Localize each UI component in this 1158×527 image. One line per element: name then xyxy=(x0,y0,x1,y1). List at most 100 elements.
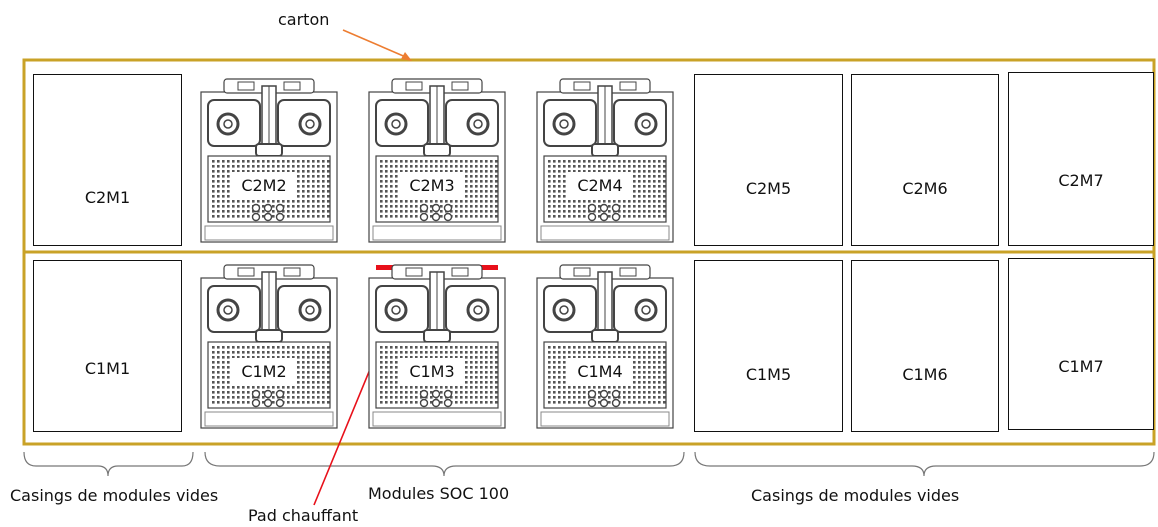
module-drawing xyxy=(200,264,338,429)
casing-label: C2M6 xyxy=(902,179,948,198)
module-handle-slot xyxy=(283,81,301,91)
module-label: C2M2 xyxy=(232,172,296,199)
casing-c1m6: C1M6 xyxy=(851,260,999,432)
vent-hole xyxy=(263,398,273,408)
vent-hole xyxy=(611,398,621,408)
module-drawing xyxy=(368,78,506,243)
module-base xyxy=(372,225,502,241)
module-handle-slot xyxy=(237,81,255,91)
terminal-core xyxy=(559,119,569,129)
terminal-core xyxy=(473,305,483,315)
vent-hole xyxy=(431,203,441,213)
vent-hole xyxy=(599,398,609,408)
casing-c1m5: C1M5 xyxy=(694,260,843,432)
module-handle-slot xyxy=(283,267,301,277)
module-c1m4: C1M4 xyxy=(534,262,676,432)
module-base xyxy=(540,411,670,427)
module-handle-slot xyxy=(573,81,591,91)
vent-hole xyxy=(587,398,597,408)
casing-label: C2M7 xyxy=(1058,171,1104,190)
module-handle-slot xyxy=(451,267,469,277)
module-base xyxy=(204,411,334,427)
vent-hole xyxy=(443,398,453,408)
vent-hole xyxy=(431,398,441,408)
left-group-label: Casings de modules vides xyxy=(10,486,219,505)
module-handle-slot xyxy=(619,81,637,91)
casing-label: C2M1 xyxy=(84,188,131,207)
module-c2m3: C2M3 xyxy=(366,76,508,246)
vent-hole xyxy=(599,203,609,213)
vent-hole xyxy=(599,389,609,399)
vent-hole xyxy=(263,203,273,213)
terminal-core xyxy=(391,119,401,129)
bus-connector xyxy=(423,329,451,343)
module-drawing xyxy=(536,78,674,243)
carton-arrow xyxy=(342,29,409,59)
pad-label: Pad chauffant xyxy=(248,506,359,525)
carton-arrowhead xyxy=(401,52,412,61)
terminal-core xyxy=(305,305,315,315)
vent-hole xyxy=(443,389,453,399)
vent-hole xyxy=(431,389,441,399)
middle-group-label: Modules SOC 100 xyxy=(368,484,510,503)
casing-c2m6: C2M6 xyxy=(851,74,999,246)
module-handle-slot xyxy=(405,267,423,277)
module-handle-slot xyxy=(451,81,469,91)
brace-left xyxy=(23,451,194,477)
vent-hole xyxy=(275,389,285,399)
casing-label: C1M5 xyxy=(745,365,792,384)
vent-hole xyxy=(419,389,429,399)
casing-label: C2M5 xyxy=(745,179,792,198)
vent-hole xyxy=(419,203,429,213)
module-handle-slot xyxy=(573,267,591,277)
terminal-core xyxy=(559,305,569,315)
casing-c2m7: C2M7 xyxy=(1008,72,1154,246)
terminal-core xyxy=(223,305,233,315)
module-label: C1M2 xyxy=(232,358,296,385)
vent-hole xyxy=(263,212,273,222)
module-c1m2: C1M2 xyxy=(198,262,340,432)
vent-hole xyxy=(251,389,261,399)
terminal-core xyxy=(223,119,233,129)
vent-hole xyxy=(275,398,285,408)
module-base xyxy=(540,225,670,241)
casing-label: C1M6 xyxy=(902,365,948,384)
vent-hole xyxy=(275,212,285,222)
module-handle-slot xyxy=(237,267,255,277)
casing-label: C1M7 xyxy=(1058,357,1104,376)
vent-hole xyxy=(599,212,609,222)
terminal-core xyxy=(473,119,483,129)
module-base xyxy=(372,411,502,427)
vent-hole xyxy=(251,398,261,408)
bus-connector xyxy=(423,143,451,157)
terminal-core xyxy=(391,305,401,315)
module-handle-slot xyxy=(405,81,423,91)
brace-middle xyxy=(204,451,685,477)
module-label: C2M3 xyxy=(400,172,464,199)
carton-label: carton xyxy=(278,10,330,29)
module-drawing xyxy=(368,264,506,429)
module-c2m2: C2M2 xyxy=(198,76,340,246)
casing-c2m1: C2M1 xyxy=(33,74,182,246)
vent-hole xyxy=(443,203,453,213)
module-label: C1M3 xyxy=(400,358,464,385)
vent-hole xyxy=(611,389,621,399)
vent-hole xyxy=(587,203,597,213)
vent-hole xyxy=(587,212,597,222)
casing-c2m5: C2M5 xyxy=(694,74,843,246)
vent-hole xyxy=(251,212,261,222)
vent-hole xyxy=(263,389,273,399)
module-c2m4: C2M4 xyxy=(534,76,676,246)
module-handle-slot xyxy=(619,267,637,277)
casing-c1m1: C1M1 xyxy=(33,260,182,432)
module-drawing xyxy=(200,78,338,243)
module-label: C2M4 xyxy=(568,172,632,199)
terminal-core xyxy=(641,119,651,129)
vent-hole xyxy=(611,203,621,213)
bus-connector xyxy=(591,143,619,157)
terminal-core xyxy=(305,119,315,129)
vent-hole xyxy=(251,203,261,213)
module-c1m3: C1M3 xyxy=(366,262,508,432)
vent-hole xyxy=(419,212,429,222)
